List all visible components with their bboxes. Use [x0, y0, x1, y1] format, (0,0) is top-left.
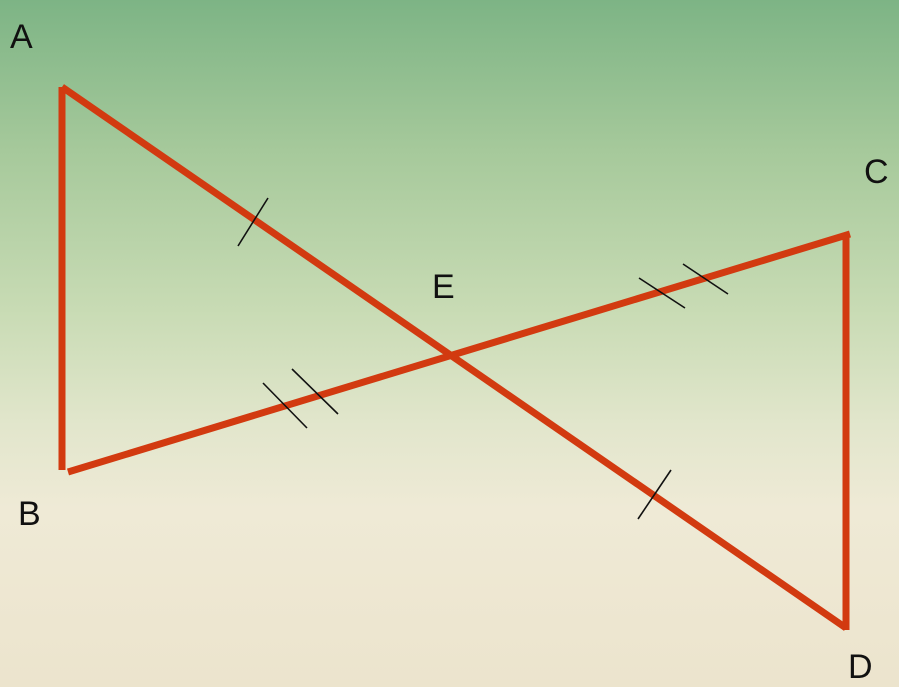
vertex-label-b: B	[18, 495, 41, 533]
intersection-label-e: E	[432, 268, 455, 306]
tick-be-2	[291, 368, 339, 415]
tick-ed	[637, 469, 672, 520]
vertex-label-d: D	[848, 648, 873, 686]
tick-ec-1	[638, 277, 686, 309]
tick-ae	[237, 197, 269, 247]
tick-ec-2	[682, 263, 729, 295]
vertex-label-a: A	[10, 18, 33, 56]
vertex-label-c: C	[864, 153, 889, 191]
segment-bc	[66, 230, 852, 476]
tick-be-1	[262, 382, 308, 429]
